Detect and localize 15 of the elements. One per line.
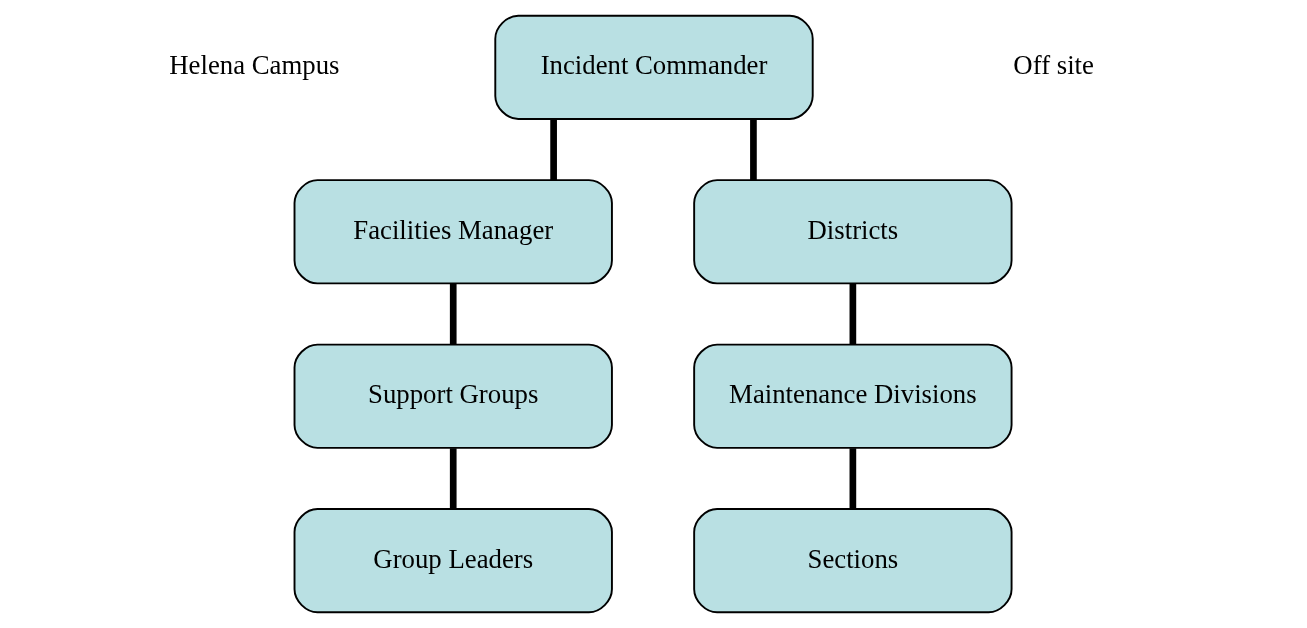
label: Off site bbox=[1012, 50, 1094, 81]
connector bbox=[449, 448, 457, 509]
label: Helena Campus bbox=[168, 50, 339, 81]
connector bbox=[749, 119, 757, 181]
node-box: Maintenance Divisions bbox=[692, 343, 1013, 449]
connector bbox=[849, 448, 856, 509]
node-box: Incident Commander bbox=[493, 14, 814, 120]
connector bbox=[449, 283, 457, 345]
node-box: Facilities Manager bbox=[293, 179, 613, 285]
node-box: Group Leaders bbox=[293, 508, 613, 614]
node-box: Support Groups bbox=[293, 343, 613, 449]
node-box: Districts bbox=[692, 179, 1013, 285]
connector bbox=[849, 283, 856, 345]
node-box: Sections bbox=[692, 508, 1013, 614]
connector bbox=[549, 119, 557, 181]
